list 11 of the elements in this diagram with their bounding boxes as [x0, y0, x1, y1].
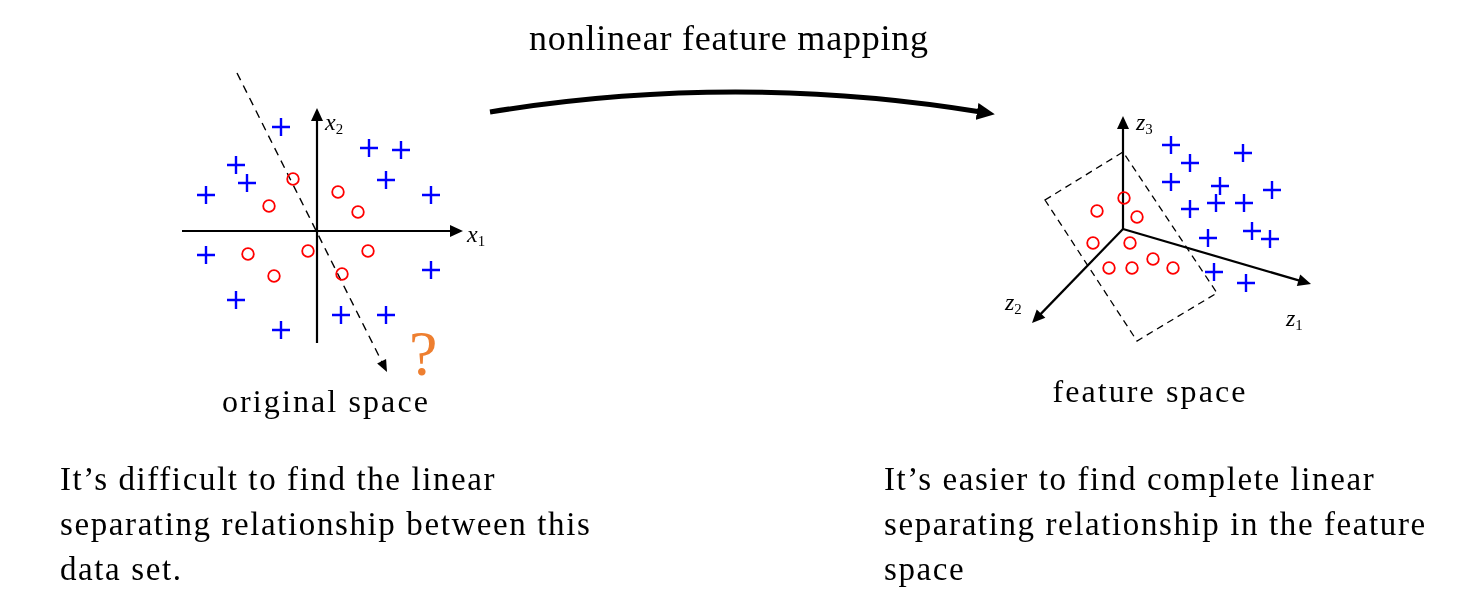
axis-label: z$_{1}$ [1286, 306, 1303, 334]
arrow [489, 89, 995, 120]
description-text: It’s easier to find complete linear separating relationship in the feature space [884, 460, 1428, 589]
axis-label: z$_{3}$ [1136, 110, 1153, 138]
axis-label: z$_{2}$ [1005, 290, 1022, 318]
question-mark: ? [409, 322, 438, 386]
description-text: It’s difficult to find the linear separating relationship between this data set. [60, 460, 593, 589]
plot-label: original space [222, 385, 430, 417]
axis-label: x$_{2}$ [325, 110, 344, 138]
axis-label: x$_{1}$ [467, 222, 486, 250]
plot-label: feature space [1052, 375, 1248, 407]
